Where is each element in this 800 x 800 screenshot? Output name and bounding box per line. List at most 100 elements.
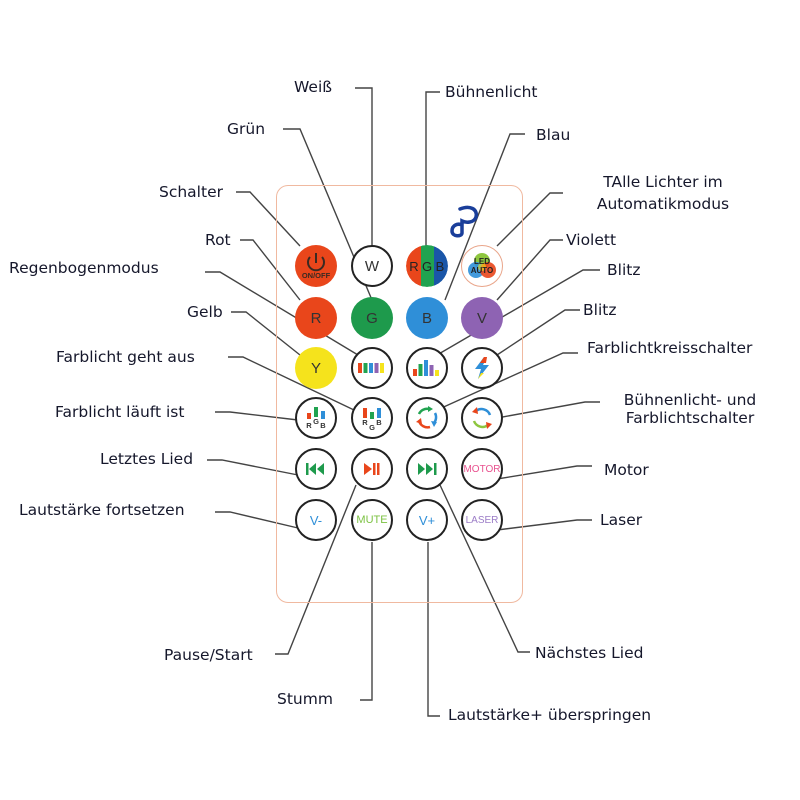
rainbow-bars-icon [358,363,384,373]
power-icon [307,253,325,272]
previous-button[interactable] [295,448,337,490]
green-button[interactable]: G [351,297,393,339]
line-stumm [360,542,373,701]
play-pause-icon [364,463,380,475]
violet-button[interactable]: V [461,297,503,339]
rgb-run-button[interactable]: R G B [295,397,337,439]
svg-text:R: R [409,259,418,274]
lightning-icon [475,357,489,379]
white-button-label: W [364,257,380,275]
svg-text:G: G [369,423,375,432]
remote-body [276,185,523,603]
cycle-arrows-icon [416,406,438,429]
label-farblicht-laeuft: Farblicht läuft ist [55,403,185,421]
rgb-stage-button[interactable]: R G B [406,245,448,287]
line-lautst-plus [427,542,440,717]
power-button[interactable]: ON/OFF [295,245,337,287]
svg-text:B: B [320,421,326,430]
yellow-button[interactable]: Y [295,347,337,389]
volume-down-button[interactable]: V- [295,499,337,541]
yellow-button-label: Y [310,359,321,377]
svg-text:R: R [306,421,312,430]
fade-button[interactable] [406,347,448,389]
label-gelb: Gelb [187,303,223,321]
line-letztes [207,459,299,476]
flash-button[interactable] [461,347,503,389]
label-pause-start: Pause/Start [164,646,253,664]
red-button[interactable]: R [295,297,337,339]
bar-graph-icon [413,360,439,376]
line-kreisschalter [436,352,578,411]
label-weiss: Weiß [294,78,333,96]
volume-down-label: V- [309,512,323,528]
label-farblicht-geht-aus: Farblicht geht aus [56,348,195,366]
label-buehnenlicht: Bühnenlicht [445,83,538,101]
power-label: ON/OFF [302,271,331,280]
line-farblicht-aus [228,356,355,411]
line-motor [496,465,592,480]
volume-up-button[interactable]: V+ [406,499,448,541]
previous-track-icon [306,463,324,475]
line-laser [496,519,592,531]
line-gruen [283,128,373,301]
volume-up-label: V+ [418,512,436,528]
label-lautstaerke-plus: Lautstärke+ überspringen [448,706,652,724]
next-button[interactable] [406,448,448,490]
label-blau: Blau [536,126,571,144]
line-naechstes [439,484,530,653]
label-letztes-lied: Letztes Lied [100,450,194,468]
rainbow-button[interactable] [351,347,393,389]
label-gruen: Grün [227,120,266,138]
play-pause-button[interactable] [351,448,393,490]
rgb-fade-button[interactable]: R G B [351,397,393,439]
svg-text:LED: LED [474,257,490,266]
label-farblichtkreisschalter: Farblichtkreisschalter [587,339,753,357]
svg-text:B: B [436,259,445,274]
line-violett [496,239,563,301]
label-buehnen-farb-line1: Bühnenlicht- und [623,391,757,409]
cycle-button[interactable] [406,397,448,439]
dp-logo-icon [450,205,479,238]
stage-color-switch-button[interactable] [461,397,503,439]
white-button[interactable]: W [351,245,393,287]
line-blau [444,133,525,301]
line-alle [496,192,563,247]
svg-text:AUTO: AUTO [471,266,494,275]
led-auto-button[interactable]: LED AUTO [461,245,503,287]
label-violett: Violett [566,231,617,249]
label-naechstes-lied: Nächstes Lied [535,644,644,662]
line-rot [240,239,301,301]
label-motor: Motor [604,461,649,479]
line-schalter [236,191,301,247]
label-rot: Rot [205,231,231,249]
line-pause [275,484,357,655]
svg-text:G: G [313,417,319,426]
label-schalter: Schalter [159,183,223,201]
line-weiss [355,87,373,246]
red-button-label: R [310,309,322,327]
mute-button[interactable]: MUTE [351,499,393,541]
violet-button-label: V [476,309,487,327]
label-blitz-1: Blitz [607,261,641,279]
mute-button-label: MUTE [356,514,388,526]
blue-button[interactable]: B [406,297,448,339]
label-stumm: Stumm [277,690,333,708]
line-farblicht-laeuft [215,411,299,421]
label-alle-lichter-line1: TAlle Lichter im [603,173,723,191]
label-buehnen-farb: Bühnenlicht- und Farblichtschalter [600,391,780,427]
next-track-icon [418,463,437,475]
label-alle-lichter-line2: Automatikmodus [596,195,730,213]
motor-button[interactable]: MOTOR [461,448,503,490]
line-gelb [231,311,301,356]
svg-text:R: R [362,418,368,427]
svg-text:B: B [376,418,382,427]
line-blitz2 [496,309,580,356]
label-alle-lichter: TAlle Lichter im Automatikmodus [573,173,753,213]
laser-button[interactable]: LASER [461,499,503,541]
label-blitz-2: Blitz [583,301,617,319]
laser-button-label: LASER [465,514,499,526]
label-laser: Laser [600,511,643,529]
line-buehnen-farb [496,401,600,419]
